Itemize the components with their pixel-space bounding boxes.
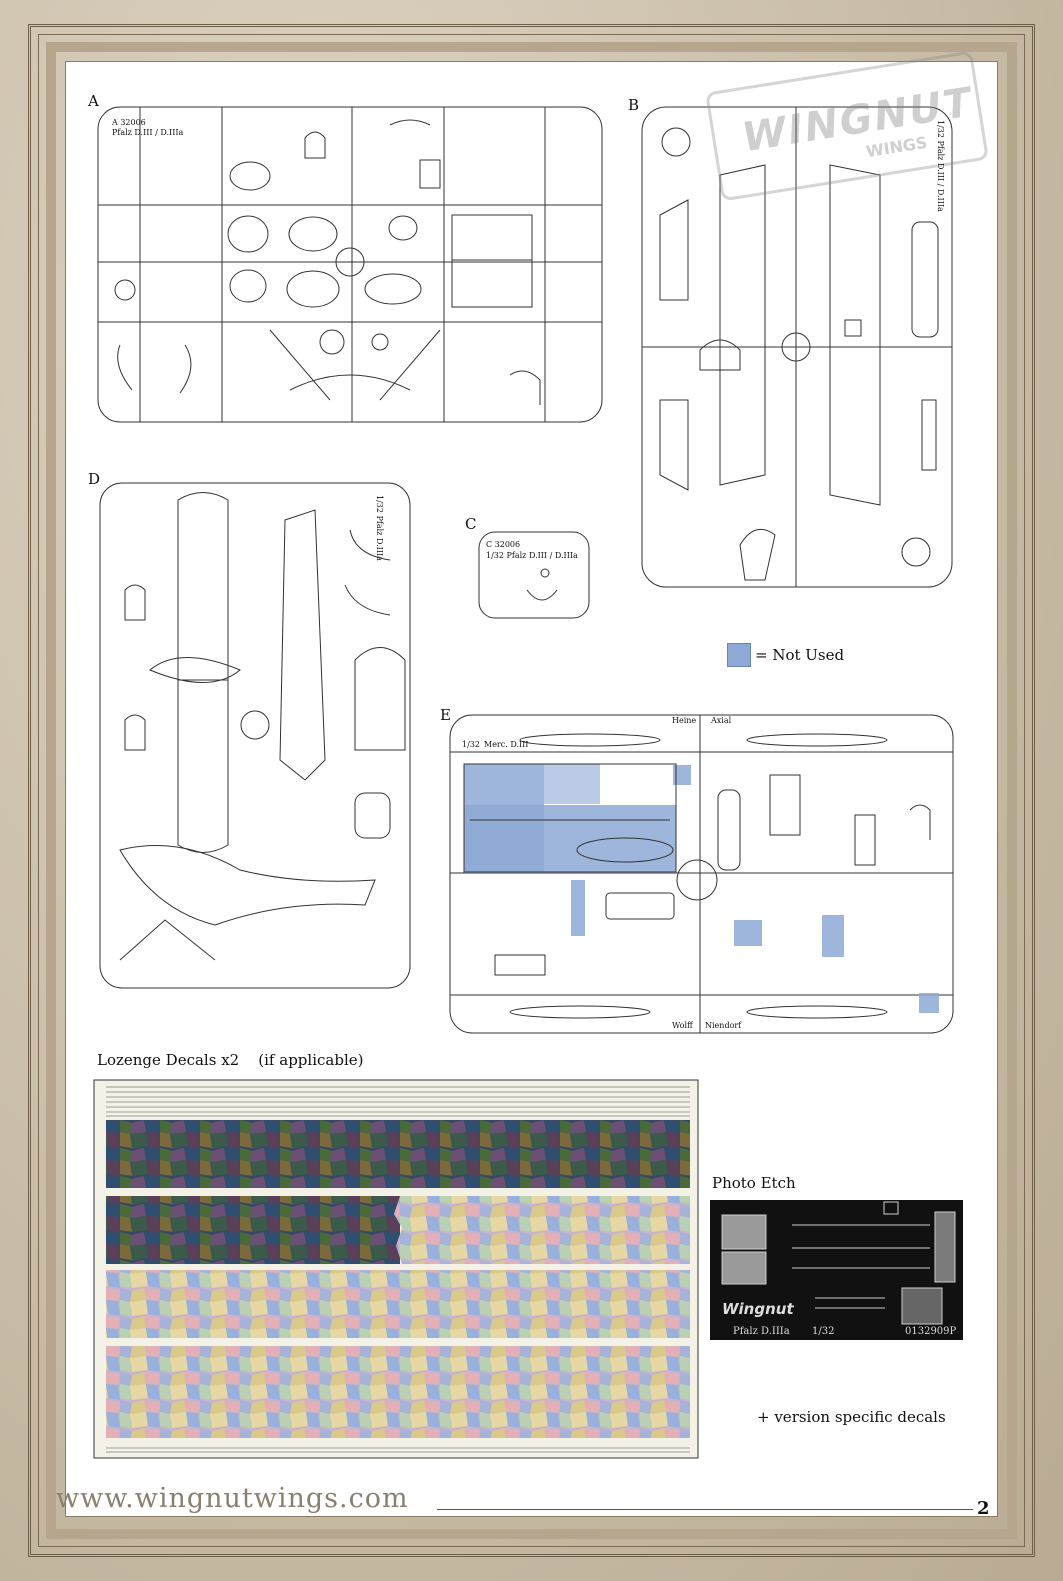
decals-caption: Lozenge Decals x2 (if applicable) — [97, 1051, 363, 1069]
sprue-e-tag-name: Merc. D.III — [484, 740, 529, 749]
not-used-swatch — [727, 643, 751, 667]
sprue-a-label: A — [88, 92, 99, 110]
version-note: + version specific decals — [757, 1408, 946, 1426]
photo-etch-code: 0132909P — [905, 1326, 957, 1337]
sprue-e-tag-scale: 1/32 — [462, 740, 480, 749]
sprue-c-tag-code: C 32006 — [486, 540, 521, 549]
lozenge-strips — [106, 1120, 690, 1438]
prop-label-wolff: Wolff — [672, 1021, 693, 1030]
sprue-d-drawing — [99, 482, 411, 989]
sprue-a-drawing — [97, 106, 603, 423]
footer-rule — [437, 1509, 973, 1510]
sprue-b-drawing — [641, 106, 953, 588]
page-number: 2 — [977, 1498, 990, 1519]
decals-caption-text: Lozenge Decals x2 — [97, 1051, 240, 1069]
sprue-a-tag-code: A 32006 — [112, 118, 146, 127]
inner-frame — [38, 34, 1025, 1547]
decals-note: (if applicable) — [258, 1051, 364, 1069]
not-used-legend: = Not Used — [755, 646, 845, 664]
sprue-c-label: C — [465, 515, 477, 533]
prop-label-niendorf: Niendorf — [705, 1021, 742, 1030]
sprue-b-label: B — [628, 96, 640, 114]
sprue-a-tag-name: Pfalz D.III / D.IIIa — [112, 128, 184, 137]
photo-etch-fret — [710, 1200, 963, 1340]
sprue-b-tag-name: 1/32 Pfalz D.III / D.IIIa — [936, 120, 945, 212]
sprue-c-drawing — [478, 531, 590, 619]
photo-etch-scale: 1/32 — [812, 1326, 835, 1337]
prop-label-heine: Heine — [672, 716, 697, 725]
photo-etch-product: Pfalz D.IIIa — [733, 1326, 790, 1337]
sprue-e-drawing — [449, 714, 954, 1034]
photo-etch-caption: Photo Etch — [712, 1174, 796, 1192]
footer-url: www.wingnutwings.com — [56, 1483, 409, 1514]
prop-label-axial: Axial — [711, 716, 732, 725]
photo-etch-logo: Wingnut — [722, 1300, 794, 1318]
frame-band — [46, 42, 1017, 1539]
sprue-e-label: E — [440, 706, 451, 724]
sprue-c-tag-name: 1/32 Pfalz D.III / D.IIIa — [486, 551, 578, 560]
sprue-d-label: D — [88, 470, 101, 488]
not-used-shading — [464, 764, 939, 1013]
outer-frame — [28, 24, 1035, 1557]
sprue-d-tag-name: 1/32 Pfalz D.IIIa — [375, 495, 384, 561]
